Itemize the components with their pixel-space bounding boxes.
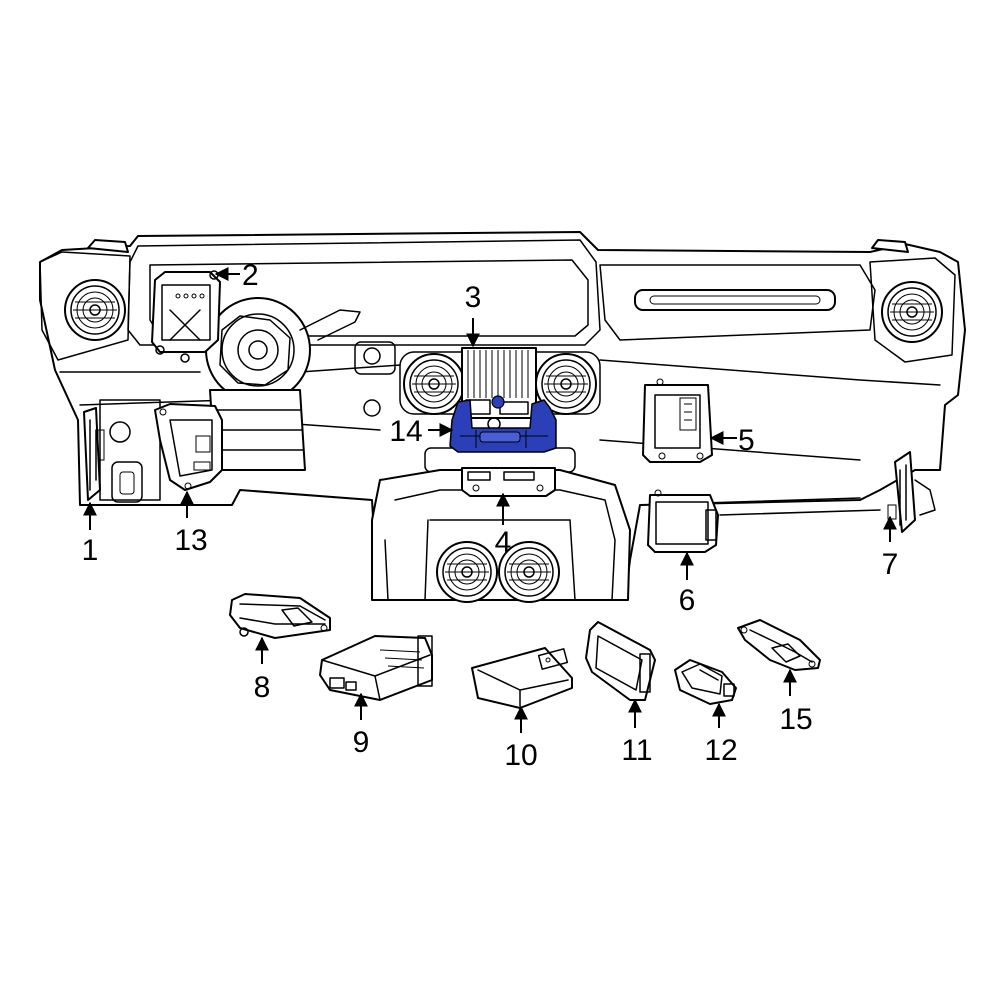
callout-label-13: 13 [174,524,207,557]
part-10-module [471,647,573,709]
part-12-module [674,659,737,705]
callout-label-1: 1 [82,534,99,567]
part-13-module [154,403,223,491]
callout-label-5: 5 [738,424,755,457]
part-11-module [585,621,656,701]
callout-label-8: 8 [254,671,271,704]
callout-label-14: 14 [389,415,422,448]
part-4-module [461,467,556,497]
part-8-module [229,593,331,639]
callout-arrows [83,267,897,733]
part-1-module [83,407,105,501]
part-14-bracket-highlighted [449,395,557,453]
part-2-module [151,270,221,363]
callout-label-6: 6 [679,584,696,617]
part-6-module [647,489,719,553]
callout-label-12: 12 [704,734,737,767]
callout-label-7: 7 [882,548,899,581]
part-15-module [737,619,821,671]
callout-label-10: 10 [504,739,537,772]
callout-label-4: 4 [495,526,512,559]
part-3-module [461,347,537,431]
part-9-module [319,635,433,701]
callout-label-2: 2 [242,259,259,292]
callout-label-3: 3 [465,281,482,314]
callout-label-9: 9 [353,726,370,759]
callout-label-15: 15 [779,703,812,736]
part-5-module [642,378,713,463]
callout-label-11: 11 [621,734,652,767]
part-7-module [887,451,936,533]
callout-labels: 1 2 3 4 5 6 7 8 9 10 11 12 13 14 15 [82,259,899,772]
